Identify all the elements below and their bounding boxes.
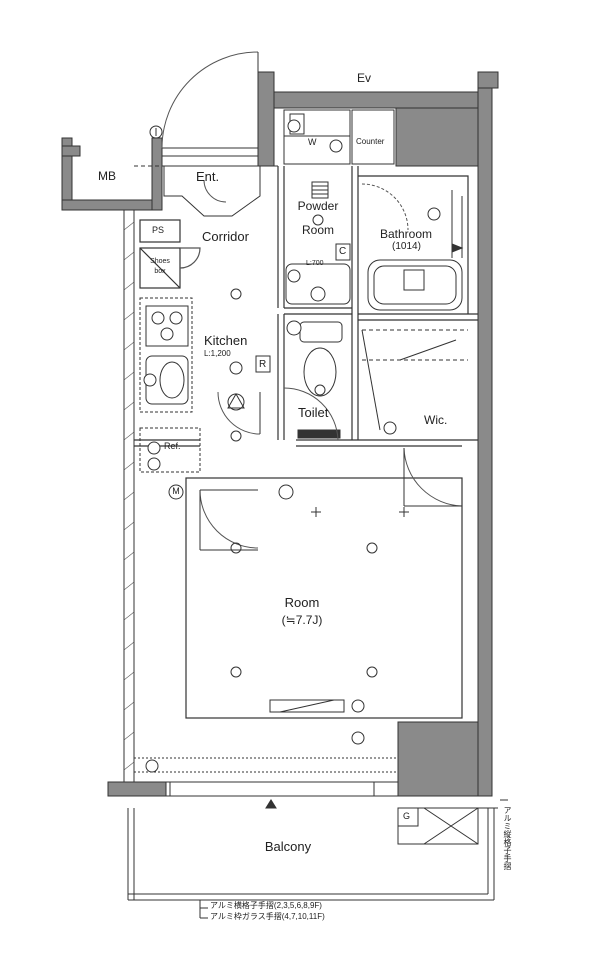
- room-size-label: (≒7.7J): [281, 613, 323, 627]
- powder-room-label-1: Powder: [297, 199, 339, 213]
- ev-label: Ev: [357, 71, 372, 85]
- room-label: Room: [284, 595, 320, 610]
- powder-room-label-2: Room: [301, 223, 334, 237]
- fridge-area: [139, 427, 201, 473]
- g-label: G: [403, 811, 411, 821]
- kitchen-label: Kitchen: [204, 333, 248, 348]
- railing-note-1: アルミ横格子手摺(2,3,5,6,8,9F): [210, 901, 322, 910]
- ps-label: PS: [152, 225, 165, 235]
- railing-note-2: アルミ枠ガラス手摺(4,7,10,11F): [210, 912, 325, 921]
- side-railing-note: アルミ縦格子手摺: [503, 806, 512, 870]
- room-door: [199, 489, 259, 551]
- balcony-sash: [107, 757, 398, 809]
- structural-walls: [61, 71, 499, 797]
- interior-walls: [134, 166, 478, 719]
- toilet-fixtures: [283, 320, 343, 441]
- wic-label: Wic.: [424, 413, 448, 427]
- toilet-label: Toilet: [298, 405, 329, 420]
- wic-fixtures: [361, 329, 468, 507]
- shoes-box-label-1: Shoes: [150, 258, 170, 265]
- air-conditioner: [269, 699, 345, 713]
- bathroom-label-2: (1014): [392, 241, 421, 252]
- kitchen-length-label: L:1,200: [204, 349, 231, 358]
- left-exterior-wall: [123, 210, 135, 782]
- balcony-label: Balcony: [264, 839, 312, 854]
- r-label: R: [259, 359, 267, 370]
- ref-label: Ref.: [164, 441, 181, 451]
- entrance-label: Ent.: [196, 169, 220, 184]
- l700-label: L:700: [306, 260, 324, 267]
- shoes-box-label-2: box: [154, 268, 166, 275]
- entrance-door: [149, 51, 259, 157]
- entrance-step: [134, 165, 280, 217]
- powder-room-fixtures: [285, 181, 351, 305]
- c-label: C: [339, 246, 347, 257]
- bathroom-label-1: Bathroom: [380, 227, 433, 241]
- counter-label: Counter: [356, 137, 385, 146]
- bathtub: [361, 183, 464, 311]
- m-label: M: [172, 486, 180, 496]
- corridor-label: Corridor: [202, 229, 249, 244]
- mb-label: MB: [98, 169, 116, 183]
- kitchen-fixtures: [139, 297, 271, 435]
- washer-label: W: [308, 137, 317, 147]
- balcony: [127, 799, 508, 919]
- ceiling-lights: [168, 214, 409, 678]
- washer-counter: [283, 109, 395, 165]
